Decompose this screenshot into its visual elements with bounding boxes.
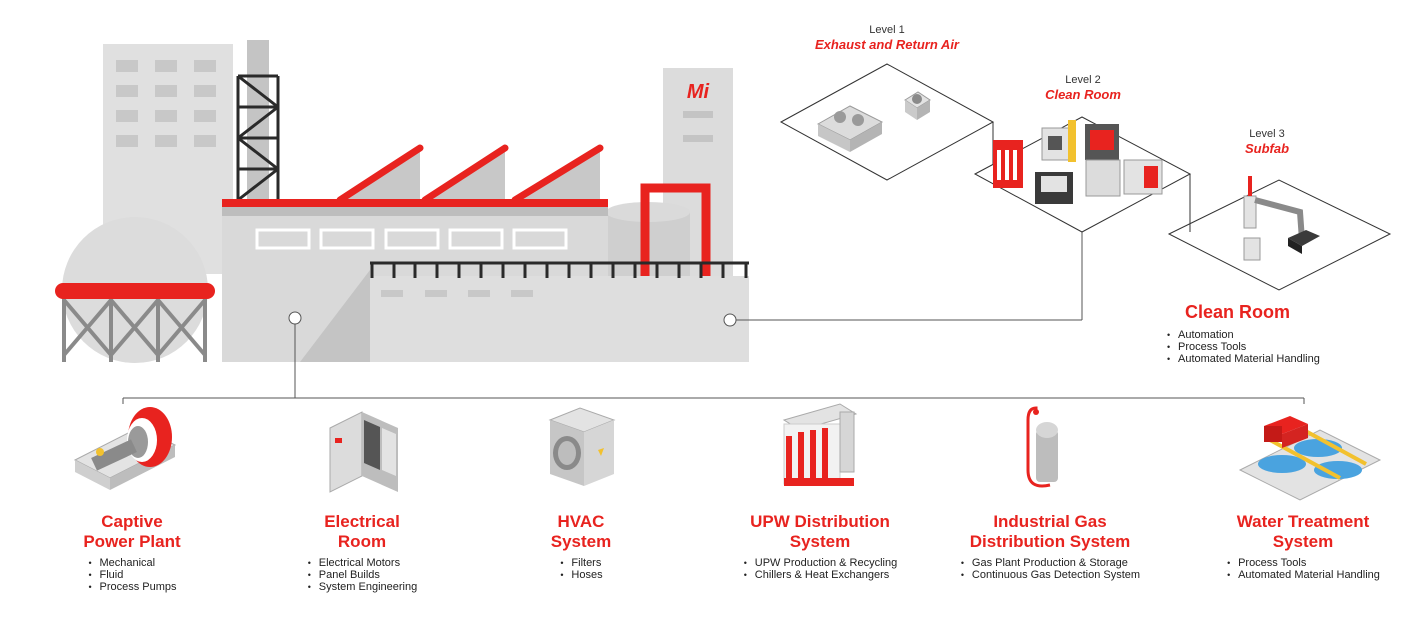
list-item: Automation <box>1166 329 1320 341</box>
hotspot-marker <box>288 311 302 325</box>
level-name: Subfab <box>1244 141 1290 156</box>
system-captive-power-plant: Captive Power Plant Mechanical Fluid Pro… <box>12 512 252 595</box>
red-pipe <box>640 183 711 280</box>
level-number: Level 2 <box>1065 74 1101 86</box>
tank-supports <box>62 295 207 362</box>
upw-manifold-icon <box>782 403 858 486</box>
title-line: System <box>1272 532 1334 551</box>
generator-icon <box>73 407 177 490</box>
system-items: Filters Hoses <box>559 557 602 581</box>
water-treatment-icon <box>1238 416 1382 501</box>
connector-lines <box>122 232 1305 404</box>
level-platforms <box>779 63 1392 291</box>
system-items: Process Tools Automated Material Handlin… <box>1226 557 1380 581</box>
system-items: Gas Plant Production & Storage Continuou… <box>960 557 1140 581</box>
gas-tank-icon <box>1026 406 1058 488</box>
list-item: Gas Plant Production & Storage <box>960 557 1140 569</box>
hvac-unit-icon <box>548 407 616 486</box>
title-line: Electrical <box>324 512 400 531</box>
annex-railing <box>370 261 749 278</box>
electrical-panel-icon <box>329 411 398 493</box>
title-line: Captive <box>101 512 163 531</box>
list-item: Continuous Gas Detection System <box>960 569 1140 581</box>
roof-trim <box>222 199 608 207</box>
system-electrical-room: Electrical Room Electrical Motors Panel … <box>242 512 482 595</box>
system-title: Electrical Room <box>242 512 482 552</box>
title-line: System <box>550 532 612 551</box>
system-industrial-gas: Industrial Gas Distribution System Gas P… <box>930 512 1170 583</box>
title-line: HVAC <box>557 512 605 531</box>
tank-band <box>55 283 215 299</box>
list-item: Process Tools <box>1226 557 1380 569</box>
list-item: Chillers & Heat Exchangers <box>743 569 897 581</box>
list-item: Electrical Motors <box>307 557 417 569</box>
annex-building <box>370 276 749 362</box>
list-item: Panel Builds <box>307 569 417 581</box>
list-item: Automated Material Handling <box>1166 353 1320 365</box>
level-3-label: Level 3 Subfab <box>1157 128 1377 157</box>
title-line: Water Treatment <box>1236 512 1370 531</box>
system-title: UPW Distribution System <box>700 512 940 552</box>
level-number: Level 3 <box>1249 128 1285 140</box>
level-2-label: Level 2 Clean Room <box>973 74 1193 103</box>
clean-room-tools <box>993 120 1163 204</box>
level-1-platform <box>779 63 995 181</box>
title-line: Distribution System <box>969 532 1131 551</box>
system-title: Industrial Gas Distribution System <box>930 512 1170 552</box>
system-items: Mechanical Fluid Process Pumps <box>87 557 176 593</box>
list-item: Process Pumps <box>87 581 176 593</box>
system-title: Captive Power Plant <box>12 512 252 552</box>
level-number: Level 1 <box>869 24 905 36</box>
level-name: Clean Room <box>1045 87 1121 102</box>
clean-room-list: Automation Process Tools Automated Mater… <box>1166 329 1320 365</box>
list-item: Mechanical <box>87 557 176 569</box>
title-line: UPW Distribution <box>750 512 890 531</box>
list-item: Hoses <box>559 569 602 581</box>
list-item: Fluid <box>87 569 176 581</box>
factory-windows <box>255 228 568 250</box>
list-item: Process Tools <box>1166 341 1320 353</box>
clean-room-title: Clean Room <box>1184 302 1290 322</box>
system-items: UPW Production & Recycling Chillers & He… <box>743 557 897 581</box>
system-items: Electrical Motors Panel Builds System En… <box>307 557 417 593</box>
factory-illustration: Mi <box>55 40 749 363</box>
lattice-tower <box>236 74 280 202</box>
hotspot-marker <box>723 313 737 327</box>
system-water-treatment: Water Treatment System Process Tools Aut… <box>1183 512 1422 583</box>
system-upw-distribution: UPW Distribution System UPW Production &… <box>700 512 940 583</box>
system-hvac: HVAC System Filters Hoses <box>461 512 701 583</box>
level-3-platform <box>1167 179 1392 291</box>
list-item: Automated Material Handling <box>1226 569 1380 581</box>
level-1-label: Level 1 Exhaust and Return Air <box>777 24 997 53</box>
list-item: UPW Production & Recycling <box>743 557 897 569</box>
list-item: System Engineering <box>307 581 417 593</box>
list-item: Filters <box>559 557 602 569</box>
title-line: System <box>789 532 851 551</box>
system-title: HVAC System <box>461 512 701 552</box>
title-line: Industrial Gas <box>993 512 1107 531</box>
exhaust-units <box>816 91 931 152</box>
system-title: Water Treatment System <box>1183 512 1422 552</box>
company-logo: Mi <box>687 81 710 103</box>
subfab-equipment <box>1243 176 1320 261</box>
level-name: Exhaust and Return Air <box>815 37 959 52</box>
title-line: Power Plant <box>83 532 181 551</box>
title-line: Room <box>337 532 387 551</box>
